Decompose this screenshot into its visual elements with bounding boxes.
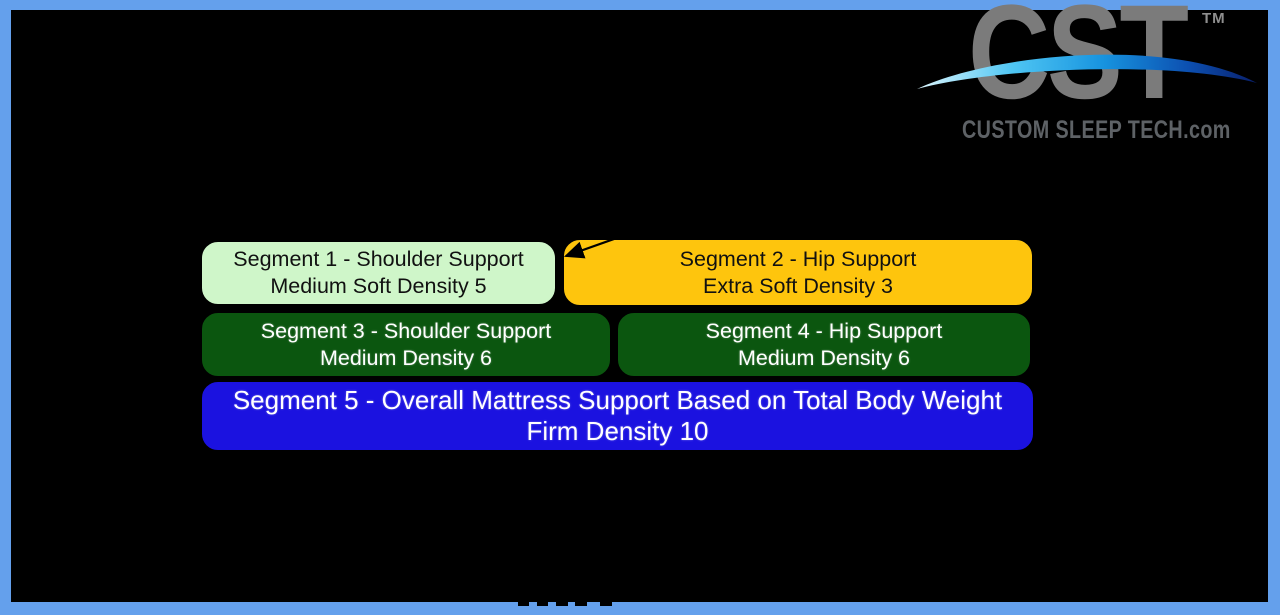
segment-4-box: Segment 4 - Hip Support Medium Density 6 xyxy=(616,311,1032,378)
segment-4-density: Medium Density 6 xyxy=(737,345,911,370)
segment-3-title: Segment 3 - Shoulder Support xyxy=(260,318,552,343)
segment-1-title: Segment 1 - Shoulder Support xyxy=(233,247,524,271)
caption-descender-mark xyxy=(575,601,587,606)
caption-descender-mark xyxy=(556,601,568,606)
swoosh-icon xyxy=(917,54,1257,89)
segment-2-box: Segment 2 - Hip Support Extra Soft Densi… xyxy=(562,238,1034,307)
segment-1-density: Medium Soft Density 5 xyxy=(270,274,487,298)
logo-tagline: CUSTOM SLEEP TECH.com xyxy=(962,116,1231,144)
segment-5-density: Firm Density 10 xyxy=(526,416,709,446)
trademark-symbol: TM xyxy=(1202,10,1226,27)
cst-logo: CST TM CUSTOM SLEEP TECH.com xyxy=(900,0,1270,150)
segment-5-title: Segment 5 - Overall Mattress Support Bas… xyxy=(232,385,1003,415)
segment-2-density: Extra Soft Density 3 xyxy=(703,273,893,298)
segment-3-density: Medium Density 6 xyxy=(319,345,493,370)
segment-1-box: Segment 1 - Shoulder Support Medium Soft… xyxy=(200,240,557,306)
caption-descender-mark xyxy=(600,601,612,606)
caption-descender-mark xyxy=(518,601,529,606)
segment-5-box: Segment 5 - Overall Mattress Support Bas… xyxy=(200,380,1035,452)
segment-3-box: Segment 3 - Shoulder Support Medium Dens… xyxy=(200,311,612,378)
segment-4-title: Segment 4 - Hip Support xyxy=(705,318,943,343)
caption-descender-mark xyxy=(537,601,548,606)
segment-2-title: Segment 2 - Hip Support xyxy=(679,246,917,271)
